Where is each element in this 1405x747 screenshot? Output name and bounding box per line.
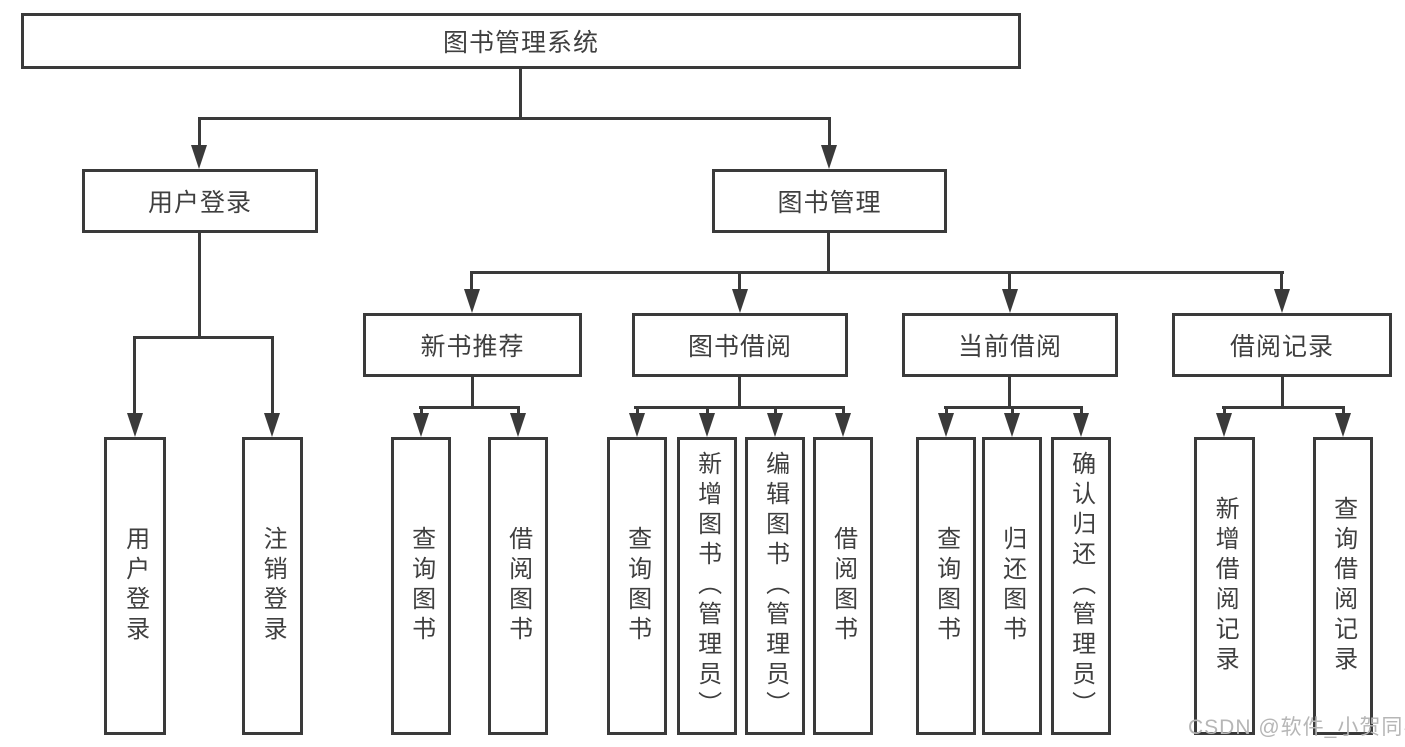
- connector-line: [738, 271, 741, 291]
- node-book-borrow: 图书借阅: [632, 313, 848, 377]
- connector-line: [706, 406, 709, 416]
- csdn-watermark: CSDN @软件_小贺同学: [1188, 716, 1405, 739]
- leaf-query-books-borrow: 查询图书: [607, 437, 667, 735]
- connector-line: [420, 406, 423, 416]
- connector-line: [1223, 406, 1226, 416]
- connector-line: [134, 336, 274, 339]
- node-label: 查询图书: [407, 526, 435, 646]
- arrowhead-down-icon: [1002, 289, 1018, 313]
- connector-line: [1080, 406, 1083, 416]
- leaf-borrow-books-recommend: 借阅图书: [488, 437, 548, 735]
- leaf-query-borrow-record: 查询借阅记录: [1313, 437, 1373, 735]
- connector-line: [519, 69, 522, 117]
- node-label: 查询图书: [932, 526, 960, 646]
- connector-line: [738, 377, 741, 408]
- arrowhead-down-icon: [821, 145, 837, 169]
- connector-line: [827, 233, 830, 271]
- arrowhead-down-icon: [1216, 413, 1232, 437]
- node-book-management: 图书管理: [712, 169, 947, 233]
- connector-line: [271, 336, 274, 415]
- leaf-borrow-books: 借阅图书: [813, 437, 873, 735]
- leaf-add-books-admin: 新增图书（管理员）: [677, 437, 737, 735]
- connector-line: [1280, 271, 1283, 291]
- node-label: 图书管理系统: [442, 29, 599, 57]
- node-label: 编辑图书（管理员）: [761, 451, 789, 721]
- connector-line: [842, 406, 845, 416]
- arrowhead-down-icon: [732, 289, 748, 313]
- node-label: 借阅图书: [504, 526, 532, 646]
- connector-line: [945, 406, 948, 416]
- node-label: 用户登录: [121, 526, 149, 646]
- connector-line: [470, 271, 473, 291]
- connector-line: [1011, 406, 1014, 416]
- arrowhead-down-icon: [191, 145, 207, 169]
- leaf-logout: 注销登录: [242, 437, 303, 735]
- connector-line: [1008, 271, 1011, 291]
- connector-line: [198, 117, 201, 147]
- connector-line: [198, 117, 831, 120]
- connector-line: [828, 117, 831, 147]
- node-label: 图书管理: [777, 189, 882, 217]
- connector-line: [634, 406, 844, 409]
- arrowhead-down-icon: [1004, 413, 1020, 437]
- node-borrow-records: 借阅记录: [1172, 313, 1392, 377]
- node-label: 图书借阅: [687, 333, 792, 361]
- node-label: 查询借阅记录: [1329, 496, 1357, 676]
- connector-line: [419, 406, 520, 409]
- arrowhead-down-icon: [510, 413, 526, 437]
- arrowhead-down-icon: [464, 289, 480, 313]
- leaf-confirm-return-admin: 确认归还（管理员）: [1051, 437, 1111, 735]
- node-label: 新增借阅记录: [1211, 496, 1239, 676]
- connector-line: [636, 406, 639, 416]
- node-label: 新增图书（管理员）: [693, 451, 721, 721]
- connector-line: [1008, 377, 1011, 408]
- leaf-user-login: 用户登录: [104, 437, 166, 735]
- leaf-edit-books-admin: 编辑图书（管理员）: [745, 437, 805, 735]
- node-user-login: 用户登录: [82, 169, 318, 233]
- arrowhead-down-icon: [699, 413, 715, 437]
- arrowhead-down-icon: [938, 413, 954, 437]
- connector-line: [774, 406, 777, 416]
- node-new-book-recommend: 新书推荐: [363, 313, 582, 377]
- leaf-query-books-recommend: 查询图书: [391, 437, 451, 735]
- arrowhead-down-icon: [413, 413, 429, 437]
- arrowhead-down-icon: [835, 413, 851, 437]
- node-label: 归还图书: [998, 526, 1026, 646]
- node-current-borrow: 当前借阅: [902, 313, 1118, 377]
- node-label: 查询图书: [623, 526, 651, 646]
- connector-line: [470, 271, 1284, 274]
- arrowhead-down-icon: [264, 413, 280, 437]
- node-label: 当前借阅: [957, 333, 1062, 361]
- arrowhead-down-icon: [1335, 413, 1351, 437]
- arrowhead-down-icon: [767, 413, 783, 437]
- node-label: 注销登录: [259, 526, 287, 646]
- node-label: 借阅图书: [829, 526, 857, 646]
- connector-line: [471, 377, 474, 408]
- node-label: 借阅记录: [1229, 333, 1334, 361]
- connector-line: [517, 406, 520, 416]
- connector-line: [1222, 406, 1344, 409]
- arrowhead-down-icon: [629, 413, 645, 437]
- connector-line: [1281, 377, 1284, 408]
- node-label: 确认归还（管理员）: [1067, 451, 1095, 721]
- leaf-add-borrow-record: 新增借阅记录: [1194, 437, 1255, 735]
- node-label: 新书推荐: [420, 333, 525, 361]
- arrowhead-down-icon: [127, 413, 143, 437]
- connector-line: [133, 336, 136, 415]
- arrowhead-down-icon: [1073, 413, 1089, 437]
- node-label: 用户登录: [147, 189, 252, 217]
- connector-line: [1342, 406, 1345, 416]
- connector-line: [198, 233, 201, 336]
- leaf-return-books: 归还图书: [982, 437, 1042, 735]
- arrowhead-down-icon: [1274, 289, 1290, 313]
- leaf-query-books-current: 查询图书: [916, 437, 976, 735]
- node-library-system: 图书管理系统: [21, 13, 1021, 69]
